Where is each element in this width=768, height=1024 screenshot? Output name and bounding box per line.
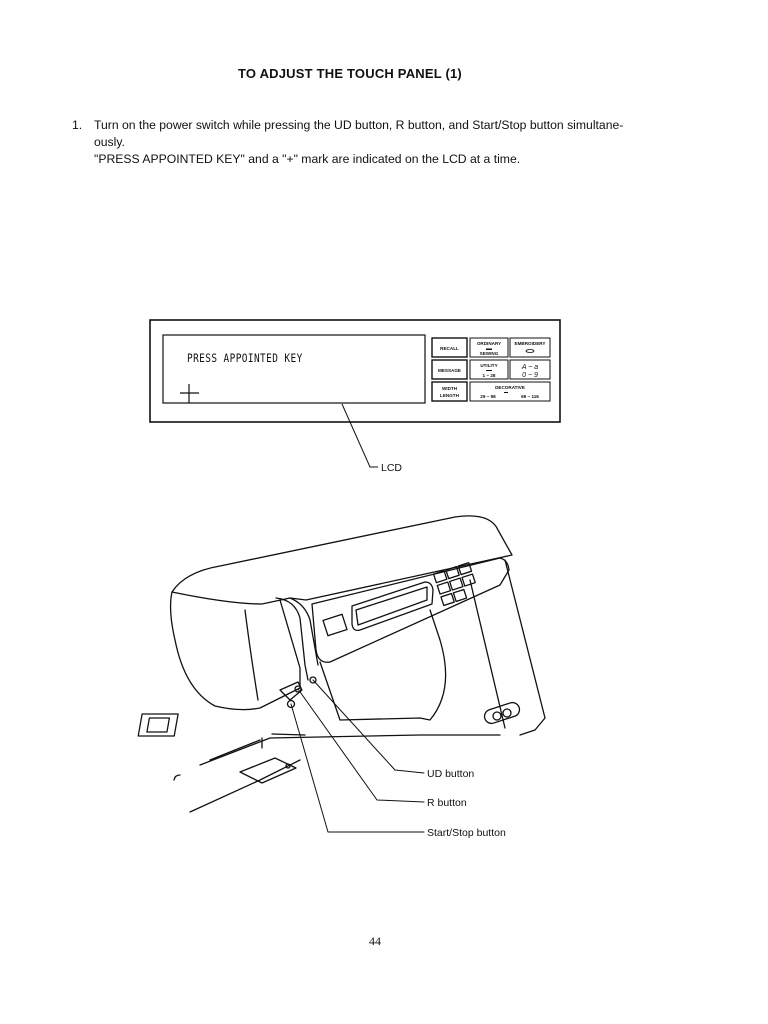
lcd-screen-frame <box>162 334 426 404</box>
r-button-icon <box>309 676 317 684</box>
utility-key-frame <box>469 359 509 380</box>
embroidery-key-label: EMBROIDERY <box>515 341 546 346</box>
ordinary-key-label: ORDINARY <box>477 341 501 346</box>
panel-outer-frame <box>149 319 561 423</box>
presser-foot <box>137 713 179 737</box>
lcd-callout-label: LCD <box>381 462 403 474</box>
length-key-label: LENGTH <box>440 393 460 398</box>
bed-edge <box>209 739 261 761</box>
lcd-plus-mark <box>180 384 199 403</box>
lcd-key-labels: RECALL MESSAGE WIDTH LENGTH ORDINARY SEW… <box>438 341 545 399</box>
start-stop-callout-line <box>290 703 425 833</box>
machine-key <box>449 577 464 591</box>
machine-key <box>432 570 448 584</box>
slide-plate <box>239 757 297 784</box>
page-number: 44 <box>369 934 381 948</box>
decorative-key-label: DECORATIVE <box>495 385 525 390</box>
presser-foot-inner <box>146 717 171 733</box>
step-line-1: Turn on the power switch while pressing … <box>94 118 624 132</box>
recall-key-frame <box>431 337 468 358</box>
message-key-frame <box>431 359 468 380</box>
step-line-3: "PRESS APPOINTED KEY" and a "+" mark are… <box>94 152 521 166</box>
step-number: 1. <box>72 118 83 132</box>
ud-callout-line <box>312 679 425 774</box>
r-button-callout: R button <box>427 797 467 809</box>
utility-indicator <box>486 370 492 371</box>
plate-screw <box>285 763 291 769</box>
utility-range-label: 1 ~ 28 <box>483 373 496 378</box>
lcd-display-text: PRESS APPOINTED KEY <box>187 351 303 365</box>
width-key-label: WIDTH <box>442 386 458 391</box>
embroidery-key-frame <box>509 337 551 358</box>
sewing-key-label: SEWING <box>480 351 499 356</box>
machine-key <box>452 588 468 603</box>
machine-arm-edge <box>469 579 506 729</box>
machine-top-surface <box>171 515 513 605</box>
machine-arm-right <box>504 559 546 736</box>
start-stop-button-icon <box>286 699 296 709</box>
machine-key <box>445 566 460 580</box>
arm-dial-knob <box>492 711 502 721</box>
step-line-2: ously. <box>94 135 125 149</box>
width-length-key-frame <box>431 381 468 402</box>
needle-bar <box>279 681 303 701</box>
machine-key <box>457 562 473 576</box>
ud-button-icon <box>294 685 302 693</box>
machine-head-face <box>169 591 301 711</box>
alpha-key-frame <box>509 359 551 380</box>
machine-neck <box>319 609 447 721</box>
ordinary-key-frame <box>469 337 509 358</box>
machine-key <box>461 573 476 587</box>
machine-key <box>440 592 455 607</box>
lcd-panel-figure <box>149 319 561 468</box>
control-panel-plate <box>311 557 510 663</box>
decorative-indicator <box>504 392 508 393</box>
lcd-window-inner <box>355 586 428 626</box>
machine-lcd-window <box>351 581 434 632</box>
r-callout-line <box>297 688 425 803</box>
arm-dial-knob <box>502 708 512 718</box>
ordinary-indicator <box>486 348 492 350</box>
machine-small-window <box>322 613 348 637</box>
arm-dial <box>483 701 521 725</box>
machine-keypad <box>432 562 476 607</box>
deco-range1-label: 29 ~ 58 <box>480 394 496 399</box>
instruction-step: 1. Turn on the power switch while pressi… <box>72 117 672 168</box>
embroidery-indicator <box>525 349 535 353</box>
decorative-key-frame <box>469 381 551 402</box>
start-stop-button-callout: Start/Stop button <box>427 827 506 839</box>
machine-key <box>436 581 452 595</box>
utility-key-label: UTILITY <box>480 363 497 368</box>
step-body: Turn on the power switch while pressing … <box>94 117 672 168</box>
head-inner-curve <box>244 609 259 701</box>
bed-front <box>261 733 306 749</box>
lcd-callout-line <box>341 403 378 468</box>
ud-button-callout: UD button <box>427 768 475 780</box>
recall-key-label: RECALL <box>440 346 459 351</box>
front-rib <box>275 597 319 681</box>
digit-range-label: 0 ~ 9 <box>522 372 538 379</box>
message-key-label: MESSAGE <box>438 368 461 373</box>
deco-range2-label: 69 ~ 116 <box>521 394 539 399</box>
alpha-range-label: A ~ a <box>521 364 538 371</box>
sewing-machine-figure <box>137 515 546 833</box>
page-title: TO ADJUST THE TOUCH PANEL (1) <box>238 66 462 81</box>
